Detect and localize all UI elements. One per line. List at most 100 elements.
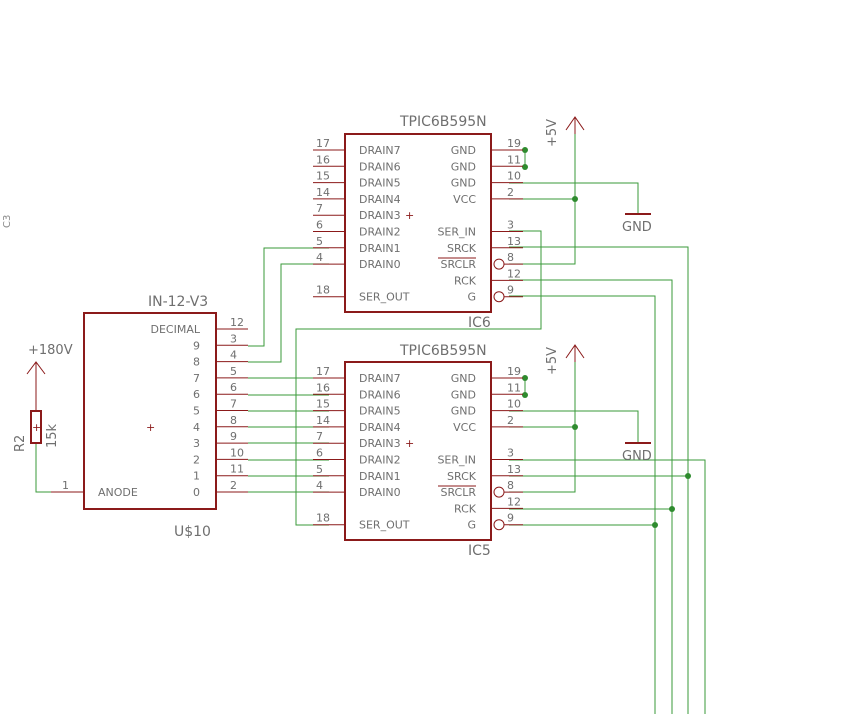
ic6-pin-name: VCC	[453, 193, 476, 206]
ic5-pin-name: SER_IN	[437, 454, 476, 467]
ic6-pin-number: 12	[507, 267, 521, 280]
ic6-pin-number: 4	[316, 251, 323, 264]
junction-dot	[652, 522, 658, 528]
junction-dot	[522, 147, 528, 153]
ic5-pin-number: 15	[316, 398, 330, 411]
ic6-5v-supply-symbol: +5V	[545, 116, 585, 147]
ic5-5v-label: +5V	[545, 347, 560, 375]
tube-pin-number: 11	[230, 463, 244, 476]
wire-ic6-rck-bus	[509, 279, 673, 714]
ic6-pin-number: 10	[507, 170, 521, 183]
ic6-pin-number: 5	[316, 235, 323, 248]
ic6-pin-name: SRCK	[447, 242, 477, 255]
ic6-pin-number: 8	[507, 251, 514, 264]
ic5-pin-number: 13	[507, 463, 521, 476]
ic6-pin-number: 17	[316, 137, 330, 150]
junction-dot	[669, 506, 675, 512]
junction-dot	[522, 392, 528, 398]
junction-dot	[522, 375, 528, 381]
ic5-pin-name: SRCLR	[440, 486, 476, 499]
resistor-r2-marker: +	[32, 421, 41, 434]
ic5-pin-name: DRAIN7	[359, 372, 401, 385]
ic5-drain3-marker: +	[405, 437, 414, 450]
ic5-pin-name: DRAIN6	[359, 388, 401, 401]
ic6-ground-symbol: GND	[622, 213, 652, 235]
ic6-pin-name: DRAIN4	[359, 193, 401, 206]
ic6-pin-number: 2	[507, 186, 514, 199]
ic5-pin-number: 8	[507, 479, 514, 492]
ic5-pin-number: 19	[507, 365, 521, 378]
ic5-pin-number: 18	[316, 512, 330, 525]
ic5-pin-name: SER_OUT	[359, 519, 410, 532]
edge-label: C3	[2, 215, 13, 228]
ic6-pin-name: SER_OUT	[359, 291, 410, 304]
tube-anode-pin-number: 1	[62, 479, 69, 492]
ic6-title: TPIC6B595N	[399, 114, 487, 130]
tube-name: U$10	[174, 524, 211, 540]
ic5-left-pins: 17DRAIN716DRAIN615DRAIN514DRAIN47DRAIN36…	[313, 365, 410, 532]
ic6-pin-number: 19	[507, 137, 521, 150]
junction-dot	[685, 473, 691, 479]
wire-ic6-drain0-to-tube8	[248, 263, 329, 363]
ic5-right-pins: 19GND11GND10GND2VCC3SER_IN13SRCK8SRCLR12…	[437, 365, 523, 532]
tube-title: IN-12-V3	[148, 294, 208, 310]
wire-ic5-gnd-to-ground	[509, 410, 639, 442]
ic6-pin-name: SER_IN	[437, 226, 476, 239]
tube-pin-label: 2	[193, 453, 200, 466]
tube-pin-number: 4	[230, 349, 237, 362]
ic6-left-pins: 17DRAIN716DRAIN615DRAIN514DRAIN47DRAIN36…	[313, 137, 410, 304]
wire-ic5-serin-bus	[509, 459, 706, 714]
ic5-inverting-bubble-icon	[493, 519, 505, 531]
tube-pin-number: 12	[230, 316, 244, 329]
ic6-pin-number: 16	[316, 153, 330, 166]
ic6-symbol[interactable]: TPIC6B595N IC6 17DRAIN716DRAIN615DRAIN51…	[313, 114, 523, 331]
tube-pin-label: 4	[193, 421, 200, 434]
ic5-5v-supply-symbol: +5V	[545, 344, 585, 375]
nixie-tube-symbol[interactable]: IN-12-V3 U$10 12DECIMAL39485766758493102…	[51, 294, 248, 540]
tube-pin-number: 2	[230, 479, 237, 492]
ic6-pin-name: DRAIN0	[359, 258, 401, 271]
ic5-pin-number: 3	[507, 447, 514, 460]
wire-ic6-g-bus	[509, 295, 656, 714]
ic5-pin-number: 10	[507, 398, 521, 411]
ic5-title: TPIC6B595N	[399, 343, 487, 359]
tube-anode-label: ANODE	[98, 486, 138, 499]
ic6-pin-name: SRCLR	[440, 258, 476, 271]
hv-label: +180V	[28, 343, 73, 358]
ic6-pin-number: 11	[507, 153, 521, 166]
resistor-r2[interactable]: + R2 15k	[13, 410, 60, 452]
tube-pin-number: 9	[230, 430, 237, 443]
wire-ic6-serin-to-ic5-serout	[295, 230, 542, 526]
ic6-inverting-bubble-icon	[493, 258, 505, 270]
tube-pin-label: 9	[193, 339, 200, 352]
ic5-pin-name: DRAIN1	[359, 470, 401, 483]
ic5-pin-name: RCK	[454, 502, 477, 515]
ic6-drain3-marker: +	[405, 209, 414, 222]
tube-pin-label: 8	[193, 356, 200, 369]
wire-ic6-5v-rail	[509, 128, 576, 265]
ic5-pin-number: 4	[316, 479, 323, 492]
ic5-pin-number: 7	[316, 430, 323, 443]
ic5-pin-name: SRCK	[447, 470, 477, 483]
tube-pin-number: 6	[230, 381, 237, 394]
wire-ic5-5v-rail	[509, 356, 576, 493]
tube-pin-label: 5	[193, 405, 200, 418]
tube-pin-number: 5	[230, 365, 237, 378]
ic6-pin-number: 13	[507, 235, 521, 248]
ic6-pin-name: GND	[451, 144, 476, 157]
ic5-pin-number: 6	[316, 447, 323, 460]
ic5-pin-number: 5	[316, 463, 323, 476]
junction-dot	[572, 196, 578, 202]
junctions	[522, 147, 691, 528]
resistor-r2-name: R2	[13, 435, 28, 452]
ic6-pin-name: G	[467, 291, 476, 304]
ic5-symbol[interactable]: TPIC6B595N IC5 17DRAIN716DRAIN615DRAIN51…	[313, 343, 523, 559]
tube-center-marker: +	[146, 421, 155, 434]
ic5-pin-number: 14	[316, 414, 330, 427]
ic6-pin-name: DRAIN7	[359, 144, 401, 157]
ic5-pin-name: DRAIN3	[359, 437, 401, 450]
ic5-inverting-bubble-icon	[493, 486, 505, 498]
ic6-pin-number: 9	[507, 284, 514, 297]
